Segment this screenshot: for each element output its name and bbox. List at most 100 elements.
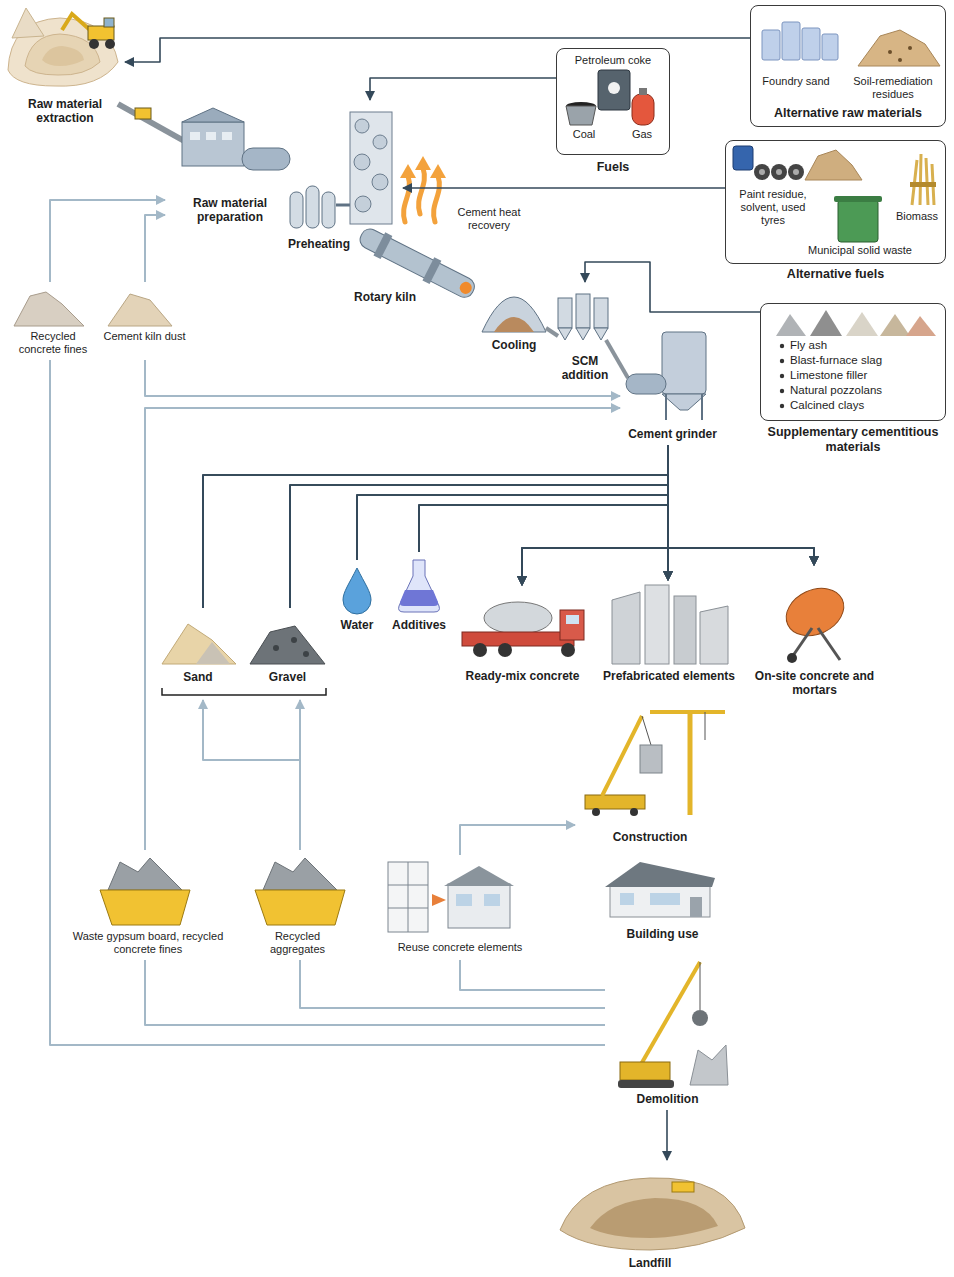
- preparation-plant: [222, 132, 232, 140]
- reused-building: [484, 894, 500, 906]
- rotary-kiln: [458, 280, 474, 296]
- list-bullet: [780, 374, 784, 378]
- alternative-fuel-icons: [759, 169, 765, 175]
- construction-cranes: [585, 795, 645, 809]
- conveyor: [118, 104, 186, 142]
- demolition-crane: [640, 962, 700, 1066]
- construction-cranes: [705, 712, 706, 740]
- house: [605, 862, 715, 887]
- list-bullet: [780, 344, 784, 408]
- item-label: Biomass: [891, 210, 943, 223]
- cement-mixer: [818, 628, 840, 660]
- material-pile: [162, 624, 236, 664]
- demolition-crane: [692, 1010, 708, 1026]
- fuel-icons: [566, 70, 654, 125]
- life-stage: Building use: [595, 855, 730, 945]
- stage-label: Cement grinder: [620, 427, 725, 441]
- house: [690, 897, 702, 917]
- cement-grinder: [626, 332, 706, 420]
- flow-connector: [290, 485, 814, 608]
- construction-cranes: [640, 745, 662, 773]
- ingredient: Additives: [386, 552, 452, 638]
- quarry-illustration: [62, 14, 90, 30]
- preparation-plant: [242, 148, 290, 170]
- scm-silos: [558, 328, 572, 340]
- input-panel: Foundry sandSoil-remediation residuesAlt…: [750, 5, 946, 127]
- precast-panels: [612, 585, 728, 664]
- mixer-truck: [560, 610, 584, 640]
- preheater-tower: [350, 112, 392, 224]
- skip-container: [100, 858, 345, 925]
- mixer-truck: [473, 643, 487, 657]
- alternative-raw-icons: [908, 46, 912, 50]
- flask: [400, 590, 438, 606]
- preheater-tower: [354, 154, 370, 170]
- preparation-plant: [190, 132, 200, 140]
- stage-label: SCM addition: [552, 354, 618, 383]
- alternative-fuel-icons: [912, 154, 934, 205]
- cement-grinder: [665, 394, 667, 420]
- flow-connector: [357, 495, 668, 585]
- list-item: Blast-furnace slag: [790, 354, 940, 368]
- flask: [399, 560, 440, 612]
- scm-piles: [776, 314, 806, 336]
- quarry-illustration: [42, 46, 84, 66]
- stage-label: Construction: [575, 830, 725, 844]
- alternative-raw-icons: [822, 34, 838, 60]
- item-label: Recycled aggregates: [250, 930, 345, 956]
- fuel-icons: [566, 106, 596, 125]
- alternative-fuel-icons: [793, 169, 799, 175]
- alternative-fuel-icons: [910, 182, 936, 187]
- preheater-tower: [355, 119, 369, 133]
- flow-connector: [299, 700, 301, 850]
- stage-label: Cooling: [478, 338, 550, 352]
- stage-label: Raw material preparation: [165, 196, 295, 225]
- reused-building: [432, 894, 446, 906]
- cement-grinder: [626, 374, 666, 394]
- house: [650, 893, 680, 905]
- stage-label: Preheating: [283, 237, 355, 251]
- item-label: Petroleum coke: [556, 54, 670, 67]
- stage-label: Raw material extraction: [5, 97, 125, 126]
- fuel-icons: [608, 82, 620, 94]
- item-label: Paint residue, solvent, used tyres: [731, 188, 815, 228]
- flow-connector: [419, 505, 668, 580]
- stage-label: Rotary kiln: [345, 290, 425, 304]
- material-pile: [291, 637, 297, 643]
- quarry-illustration: [89, 39, 99, 49]
- material-pile: [108, 294, 172, 326]
- preheater-tower: [322, 192, 335, 228]
- concrete-product: Prefabricated elements: [594, 580, 744, 685]
- cement-grinder: [662, 332, 706, 394]
- heat-arrow: [415, 156, 431, 170]
- alternative-fuel-icons: [776, 169, 782, 175]
- panel-heading: Alternative fuels: [725, 267, 946, 282]
- flow-connector: [460, 825, 575, 855]
- list-item: Limestone filler: [790, 369, 940, 383]
- landfill-pit: [560, 1178, 745, 1250]
- cement-mixer: [779, 579, 852, 644]
- reused-building: [408, 862, 409, 932]
- precast-panels: [674, 596, 696, 664]
- input-panel: Fly ashBlast-furnace slagLimestone fille…: [760, 303, 946, 457]
- ingredient: Water: [332, 560, 382, 638]
- preheater-tower: [372, 174, 388, 190]
- stage-box: Rotary kiln: [345, 260, 475, 308]
- item-label: Cement kiln dust: [102, 330, 187, 343]
- rotary-kiln: [422, 257, 441, 284]
- quarry-illustration: [104, 18, 114, 27]
- panel-heading: Alternative raw materials: [750, 106, 946, 121]
- cooler: [482, 297, 558, 336]
- demolition-crane: [690, 1045, 728, 1085]
- stage-label: Building use: [595, 927, 730, 941]
- item-label: Municipal solid waste: [780, 244, 940, 257]
- scm-piles: [810, 310, 842, 336]
- flow-connector: [300, 960, 605, 1008]
- flow-connector: [290, 485, 668, 608]
- stage-label: Sand: [158, 670, 238, 684]
- item-label: Foundry sand: [758, 75, 834, 88]
- precast-panels: [645, 585, 669, 664]
